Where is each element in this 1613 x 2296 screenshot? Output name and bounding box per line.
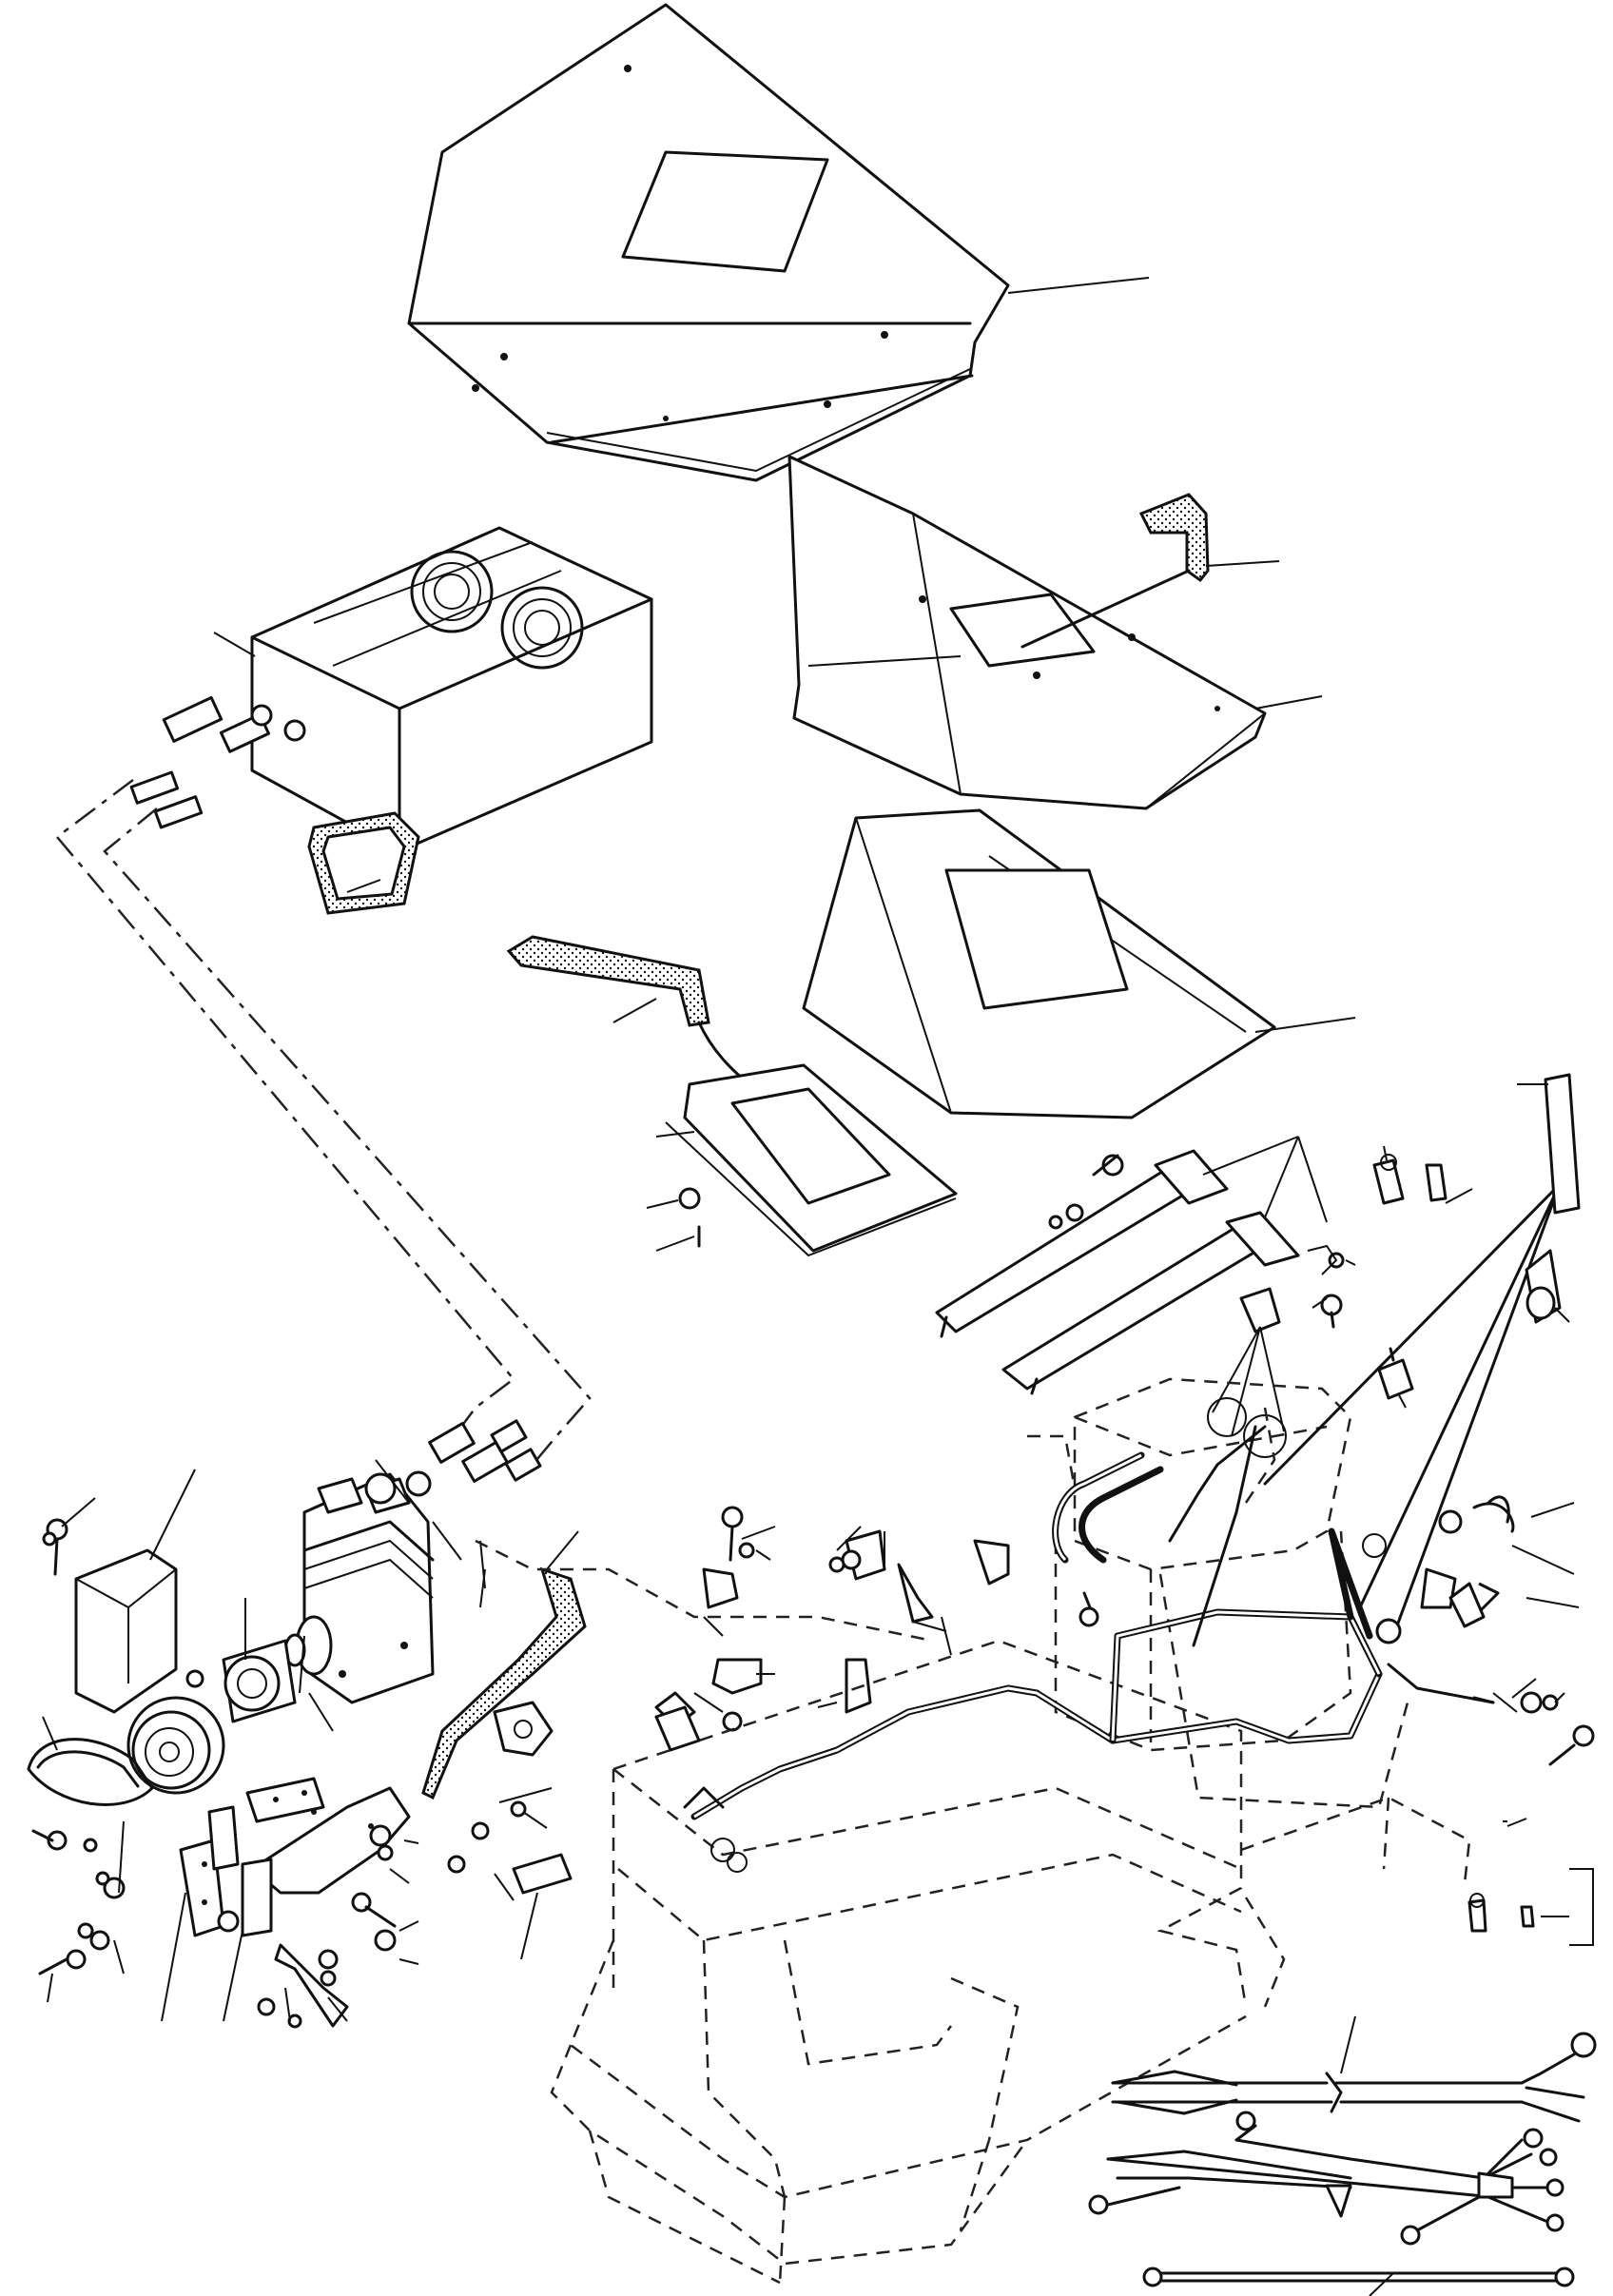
machine-body-dashed <box>475 1407 1471 2285</box>
refrigerant-line-dashed <box>55 779 592 1466</box>
wire-harness-c <box>1142 2267 1575 2296</box>
ac-unit <box>129 526 653 915</box>
wire-harness-b <box>1088 2111 1564 2246</box>
compressor-assembly <box>27 1419 587 2029</box>
mounting-rails <box>935 1136 1356 1437</box>
electrical-small-parts <box>1372 1145 1594 1946</box>
ac-fittings <box>129 695 306 829</box>
lower-cover <box>802 808 1356 1119</box>
duct-panel <box>787 455 1323 810</box>
filter-tray <box>646 1063 958 1257</box>
roof-cover <box>407 3 1150 482</box>
harness-connector-left <box>654 1705 748 1873</box>
fasteners-left <box>31 1518 527 2029</box>
condenser-box <box>1054 1377 1409 1809</box>
wire-harness-a <box>1111 2015 1597 2123</box>
wire-harness-routed <box>690 1073 1595 1820</box>
